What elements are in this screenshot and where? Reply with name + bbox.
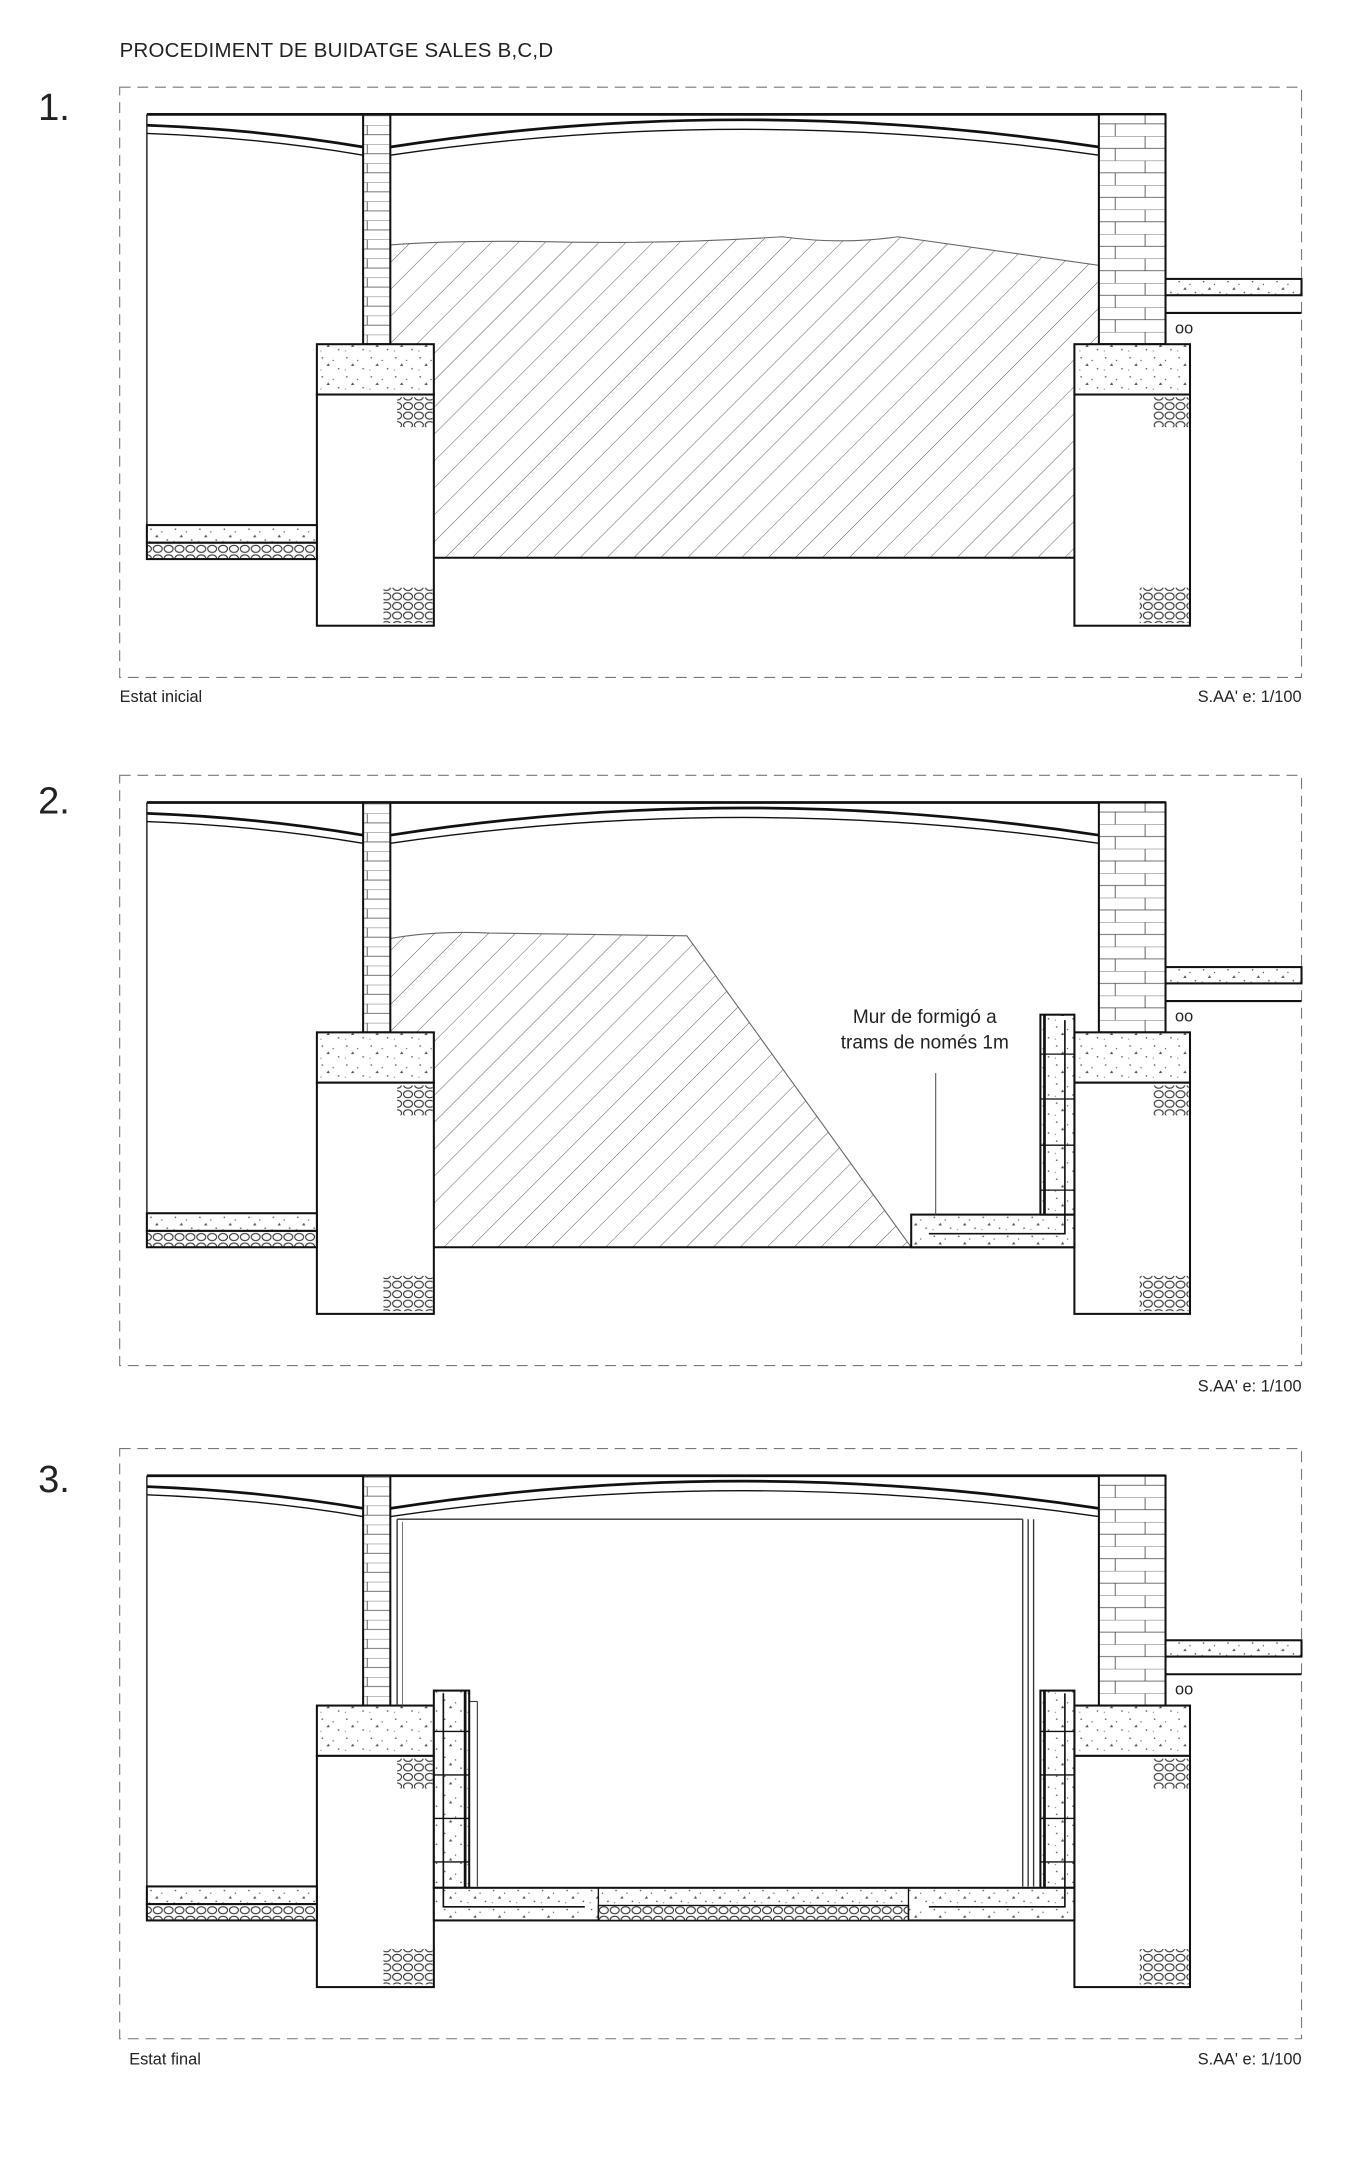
panel-3-final-state: 3.	[38, 1447, 1303, 2069]
earth-fill-hatch	[389, 931, 913, 1248]
interior-lining	[396, 1518, 1035, 1887]
left-concrete-wall	[432, 1689, 471, 1889]
scale-label: S.AA' e: 1/100	[1198, 688, 1302, 706]
pipe-label: oo	[1175, 1007, 1193, 1025]
panel-2-partial-excavation: 2. Mur de formigó a trams de només 1m oo…	[38, 774, 1303, 1395]
concrete-retaining-wall	[910, 1013, 1076, 1249]
annotation-line-2: trams de només 1m	[841, 1033, 1009, 1054]
earth-fill-hatch	[389, 236, 1100, 559]
panel-1-initial-state: 1. oo Estat inicial S.AA' e: 1/100	[38, 86, 1303, 706]
step-number: 2.	[38, 780, 70, 822]
step-number: 1.	[38, 87, 70, 129]
new-floor-slab	[432, 1693, 1076, 1922]
panel-frame	[119, 86, 1303, 678]
scale-label: S.AA' e: 1/100	[1198, 2051, 1302, 2069]
pipe-label: oo	[1175, 1681, 1193, 1699]
step-number: 3.	[38, 1459, 70, 1501]
right-concrete-wall	[1039, 1689, 1076, 1889]
sheet-title: PROCEDIMENT DE BUIDATGE SALES B,C,D	[120, 40, 554, 62]
annotation-line-1: Mur de formigó a	[853, 1007, 997, 1028]
caption-left: Estat inicial	[120, 688, 203, 706]
pipe-label: oo	[1175, 319, 1193, 337]
scale-label: S.AA' e: 1/100	[1198, 1377, 1302, 1395]
panel-frame	[119, 774, 1303, 1367]
panel-frame	[119, 1447, 1303, 2040]
caption-left: Estat final	[129, 2051, 201, 2069]
